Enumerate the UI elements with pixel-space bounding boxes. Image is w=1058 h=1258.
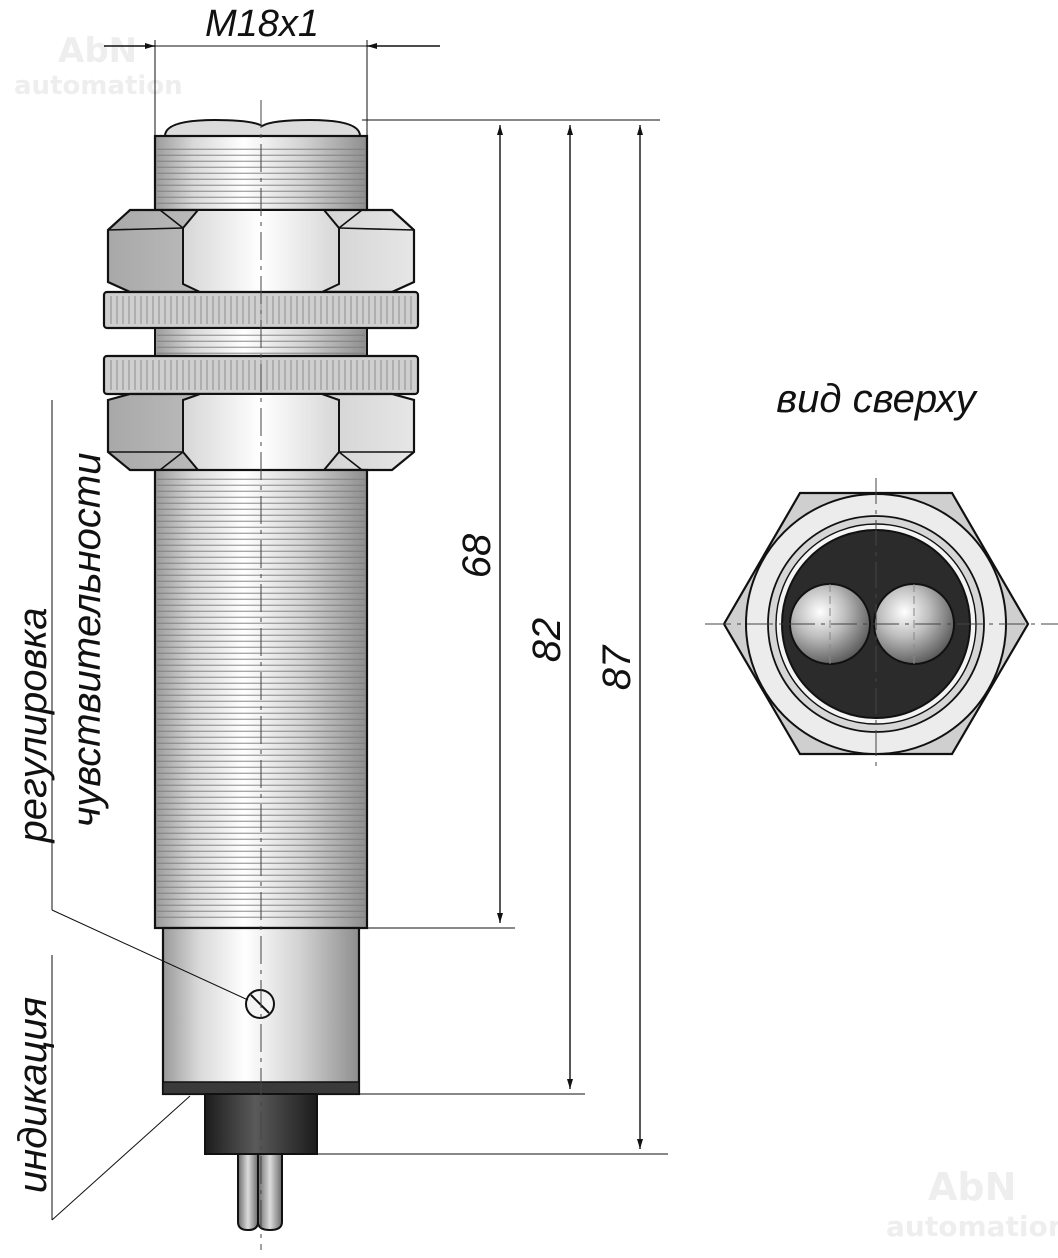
- sensor-side-view: [102, 100, 420, 1250]
- dim-68-label: 68: [455, 533, 499, 578]
- callout-sensitivity: регулировка чувствительности: [11, 400, 249, 1001]
- top-view-title: вид сверху: [776, 377, 979, 421]
- label-sensitivity-2: чувствительности: [65, 453, 109, 828]
- dimension-thread: M18x1: [104, 3, 440, 136]
- watermark-brand: AbN: [928, 1165, 1016, 1209]
- label-sensitivity-1: регулировка: [11, 607, 55, 843]
- cable: [237, 1153, 283, 1232]
- dim-87-label: 87: [595, 644, 639, 690]
- extension-lines: [317, 119, 668, 1155]
- lens-cap: [163, 118, 362, 137]
- label-indication: индикация: [11, 997, 55, 1193]
- watermark-top: AbN automation: [14, 31, 183, 101]
- dimension-87: 87: [595, 125, 643, 1149]
- watermark-sub: automation: [886, 1210, 1058, 1243]
- watermark-brand: AbN: [58, 31, 137, 71]
- adjustment-screw: [245, 989, 275, 1019]
- thread-dim-label: M18x1: [205, 3, 319, 45]
- callout-indication: индикация: [11, 955, 191, 1221]
- dimension-68: 68: [455, 125, 503, 923]
- dim-82-label: 82: [525, 618, 569, 663]
- sensor-top-view: [705, 478, 1058, 770]
- dimension-82: 82: [525, 125, 573, 1089]
- watermark-sub: automation: [14, 71, 183, 101]
- watermark-bottom: AbN automation: [886, 1165, 1058, 1243]
